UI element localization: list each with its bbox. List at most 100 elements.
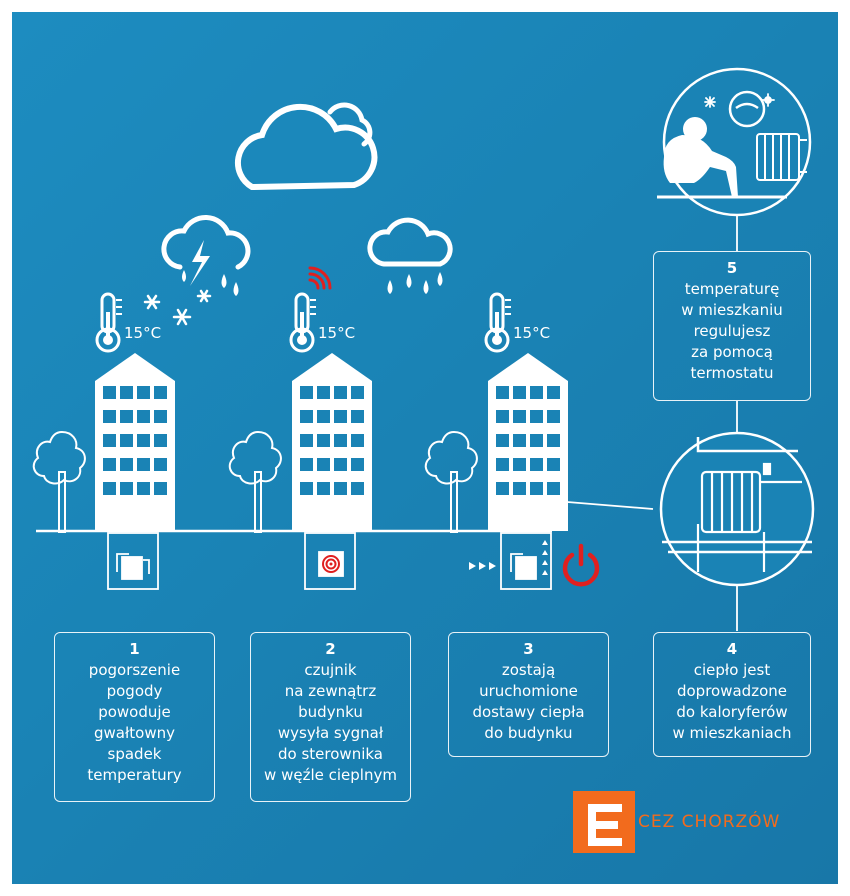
building-window (137, 386, 150, 399)
building-window (496, 458, 509, 471)
thermometer-icon (484, 292, 513, 353)
building-window (317, 482, 330, 495)
building-window (351, 458, 364, 471)
building-window (317, 410, 330, 423)
temperature-reading: 15°C (318, 324, 356, 342)
building-window (120, 386, 133, 399)
building-window (317, 458, 330, 471)
building-window (103, 386, 116, 399)
illustration (32, 67, 815, 853)
building-window (120, 434, 133, 447)
snowflake-icon (143, 289, 212, 326)
building-window (530, 386, 543, 399)
tree-icon (228, 431, 282, 533)
step-number: 5 (726, 259, 738, 277)
building-window (530, 482, 543, 495)
building-window (120, 482, 133, 495)
building-window (154, 434, 167, 447)
cez-logo-icon (573, 791, 635, 853)
infographic-canvas: 15°C 15°C 15°C 1 pogorszenie pogody powo… (12, 12, 838, 884)
building-window (530, 458, 543, 471)
tree-icon (32, 431, 86, 533)
building-window (334, 410, 347, 423)
building-window (103, 410, 116, 423)
building-window (530, 434, 543, 447)
building-window (513, 434, 526, 447)
step-number: 4 (726, 640, 738, 658)
building-window (137, 482, 150, 495)
building-window (317, 386, 330, 399)
building-window (300, 458, 313, 471)
building-window (530, 410, 543, 423)
building-window (154, 410, 167, 423)
step-number: 1 (129, 640, 140, 658)
step-text: temperaturę w mieszkaniu regulujesz za p… (681, 280, 783, 382)
building-window (351, 410, 364, 423)
building-window (351, 482, 364, 495)
building-window (154, 482, 167, 495)
rain-cloud-icon (367, 217, 453, 294)
building-window (334, 386, 347, 399)
step-number: 3 (523, 640, 534, 658)
step-text: pogorszenie pogody powoduje gwałtowny sp… (87, 661, 182, 784)
step-box-4: 4 ciepło jest doprowadzone do kaloryferó… (653, 632, 811, 757)
step-box-1: 1 pogorszenie pogody powoduje gwałtowny … (54, 632, 215, 802)
step-text: zostają uruchomione dostawy ciepła do bu… (472, 661, 585, 742)
building-window (317, 434, 330, 447)
building-window (496, 386, 509, 399)
person-icon (657, 67, 812, 217)
building-window (137, 410, 150, 423)
building-window (513, 386, 526, 399)
building-window (154, 386, 167, 399)
radiator-icon (659, 431, 815, 587)
building-window (103, 458, 116, 471)
step-number: 2 (325, 640, 336, 658)
temperature-reading: 15°C (124, 324, 162, 342)
signal-icon (308, 266, 332, 290)
tree-icon (424, 431, 478, 533)
building-window (300, 410, 313, 423)
building-window (300, 482, 313, 495)
building-window (547, 410, 560, 423)
building-window (300, 434, 313, 447)
power-icon (562, 543, 600, 587)
brand-name: CEZ CHORZÓW (638, 812, 781, 832)
step-box-3: 3 zostają uruchomione dostawy ciepła do … (448, 632, 609, 757)
building-window (547, 458, 560, 471)
building-window (496, 434, 509, 447)
building-window (300, 386, 313, 399)
building-window (513, 482, 526, 495)
building-window (496, 482, 509, 495)
building-window (334, 458, 347, 471)
building-window (120, 410, 133, 423)
building-window (513, 410, 526, 423)
thermometer-icon (289, 292, 318, 353)
building-window (137, 434, 150, 447)
building-window (351, 386, 364, 399)
storm-cloud-icon (161, 215, 251, 296)
building-window (103, 482, 116, 495)
thermometer-icon (95, 292, 124, 353)
building-window (334, 434, 347, 447)
connector-lines (554, 215, 738, 631)
building-window (103, 434, 116, 447)
building-window (547, 434, 560, 447)
building-window (513, 458, 526, 471)
building-window (496, 410, 509, 423)
heat-node (304, 532, 356, 590)
cloud-icon (234, 102, 378, 191)
step-box-2: 2 czujnik na zewnątrz budynku wysyła syg… (250, 632, 411, 802)
building-window (547, 482, 560, 495)
step-box-5: 5 temperaturę w mieszkaniu regulujesz za… (653, 251, 811, 401)
building-window (351, 434, 364, 447)
building-window (334, 482, 347, 495)
building-window (120, 458, 133, 471)
step-text: czujnik na zewnątrz budynku wysyła sygna… (264, 661, 397, 784)
step-text: ciepło jest doprowadzone do kaloryferów … (672, 661, 792, 742)
building-window (154, 458, 167, 471)
heat-node (107, 532, 159, 590)
heat-node (469, 532, 552, 590)
building-window (137, 458, 150, 471)
building-window (547, 386, 560, 399)
temperature-reading: 15°C (513, 324, 551, 342)
